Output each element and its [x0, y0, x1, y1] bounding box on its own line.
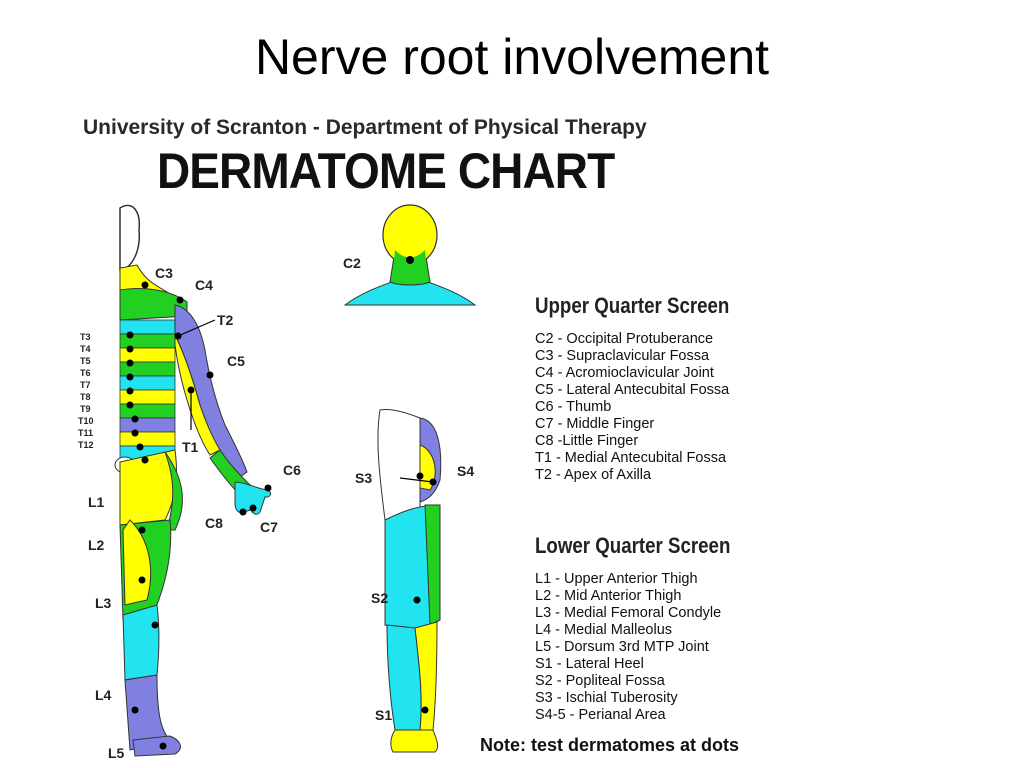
thoracic-labels: T3 T4 T5 T6 T7 T8 T9 T10 T11 T12 [78, 332, 94, 450]
label-l1: L1 [88, 494, 105, 510]
label-l4: L4 [95, 687, 112, 703]
list-item: S2 - Popliteal Fossa [535, 673, 665, 689]
list-item: C7 - Middle Finger [535, 416, 655, 432]
upper-quarter-screen: Upper Quarter Screen C2 - Occipital Prot… [535, 293, 764, 484]
label-c7: C7 [260, 519, 278, 535]
label-c3: C3 [155, 265, 173, 281]
thigh-l2 [122, 519, 152, 606]
list-item: L2 - Mid Anterior Thigh [535, 588, 682, 604]
label-c2: C2 [343, 255, 361, 271]
front-body-figure: C3 C4 T2 C5 T1 C6 C8 C7 L1 L2 L3 L4 L5 T… [78, 204, 301, 761]
list-item: L4 - Medial Malleolus [535, 622, 673, 638]
dermatome-figures: C3 C4 T2 C5 T1 C6 C8 C7 L1 L2 L3 L4 L5 T… [78, 204, 477, 761]
dermatome-chart: University of Scranton - Department of P… [75, 100, 795, 768]
list-item: C5 - Lateral Antecubital Fossa [535, 382, 730, 398]
lower-screen-list: L1 - Upper Anterior Thigh L2 - Mid Anter… [535, 571, 765, 724]
lower-screen-heading: Lower Quarter Screen [535, 533, 731, 558]
label-t7: T7 [80, 380, 91, 390]
hand [234, 481, 272, 515]
list-item: L5 - Dorsum 3rd MTP Joint [535, 639, 709, 655]
list-item: S4-5 - Perianal Area [535, 707, 666, 723]
list-item: C3 - Supraclavicular Fossa [535, 348, 710, 364]
label-t2: T2 [217, 312, 234, 328]
hip-band [164, 451, 183, 531]
test-note: Note: test dermatomes at dots [480, 735, 740, 755]
label-l3: L3 [95, 595, 112, 611]
heel-s1 [390, 729, 439, 753]
lower-leg-l3 [122, 604, 160, 681]
label-t12: T12 [78, 440, 94, 450]
back-leg-dots [413, 472, 437, 714]
list-item: S3 - Ischial Tuberosity [535, 690, 678, 706]
label-t8: T8 [80, 392, 91, 402]
label-s1: S1 [375, 707, 392, 723]
label-c8: C8 [205, 515, 223, 531]
label-t9: T9 [80, 404, 91, 414]
arm-t1 [174, 334, 221, 456]
label-l2: L2 [88, 537, 105, 553]
label-c4: C4 [195, 277, 213, 293]
gluteal-fold [419, 444, 436, 491]
label-s2: S2 [371, 590, 388, 606]
label-s3: S3 [355, 470, 372, 486]
label-t10: T10 [78, 416, 94, 426]
list-item: L3 - Medial Femoral Condyle [535, 605, 722, 621]
label-c5: C5 [227, 353, 245, 369]
list-item: T1 - Medial Antecubital Fossa [535, 450, 727, 466]
upper-screen-heading: Upper Quarter Screen [535, 293, 730, 318]
back-leg-figure: S3 S4 S2 S1 [355, 409, 474, 753]
buttock-s3 [377, 409, 421, 521]
chart-heading: DERMATOME CHART [157, 143, 615, 199]
list-item: C8 -Little Finger [535, 433, 639, 449]
slide-title: Nerve root involvement [254, 29, 770, 85]
upper-screen-list: C2 - Occipital Protuberance C3 - Supracl… [535, 331, 764, 484]
list-item: S1 - Lateral Heel [535, 656, 644, 672]
label-l5: L5 [108, 745, 125, 761]
list-item: T2 - Apex of Axilla [535, 467, 652, 483]
label-t4: T4 [80, 344, 91, 354]
label-t6: T6 [80, 368, 91, 378]
front-head [119, 204, 141, 271]
list-item: L1 - Upper Anterior Thigh [535, 571, 698, 587]
label-t11: T11 [78, 428, 93, 438]
front-dots [126, 281, 272, 750]
institution-line: University of Scranton - Department of P… [83, 116, 647, 139]
thigh-green [424, 504, 441, 626]
list-item: C4 - Acromioclavicular Joint [535, 365, 714, 381]
label-t3: T3 [80, 332, 91, 342]
list-item: C6 - Thumb [535, 399, 612, 415]
label-s4: S4 [457, 463, 474, 479]
back-head-figure: C2 [343, 204, 477, 306]
label-t5: T5 [80, 356, 91, 366]
lower-quarter-screen: Lower Quarter Screen L1 - Upper Anterior… [535, 533, 765, 724]
label-t1: T1 [182, 439, 199, 455]
list-item: C2 - Occipital Protuberance [535, 331, 714, 347]
label-c6: C6 [283, 462, 301, 478]
foot-l5 [132, 735, 181, 757]
